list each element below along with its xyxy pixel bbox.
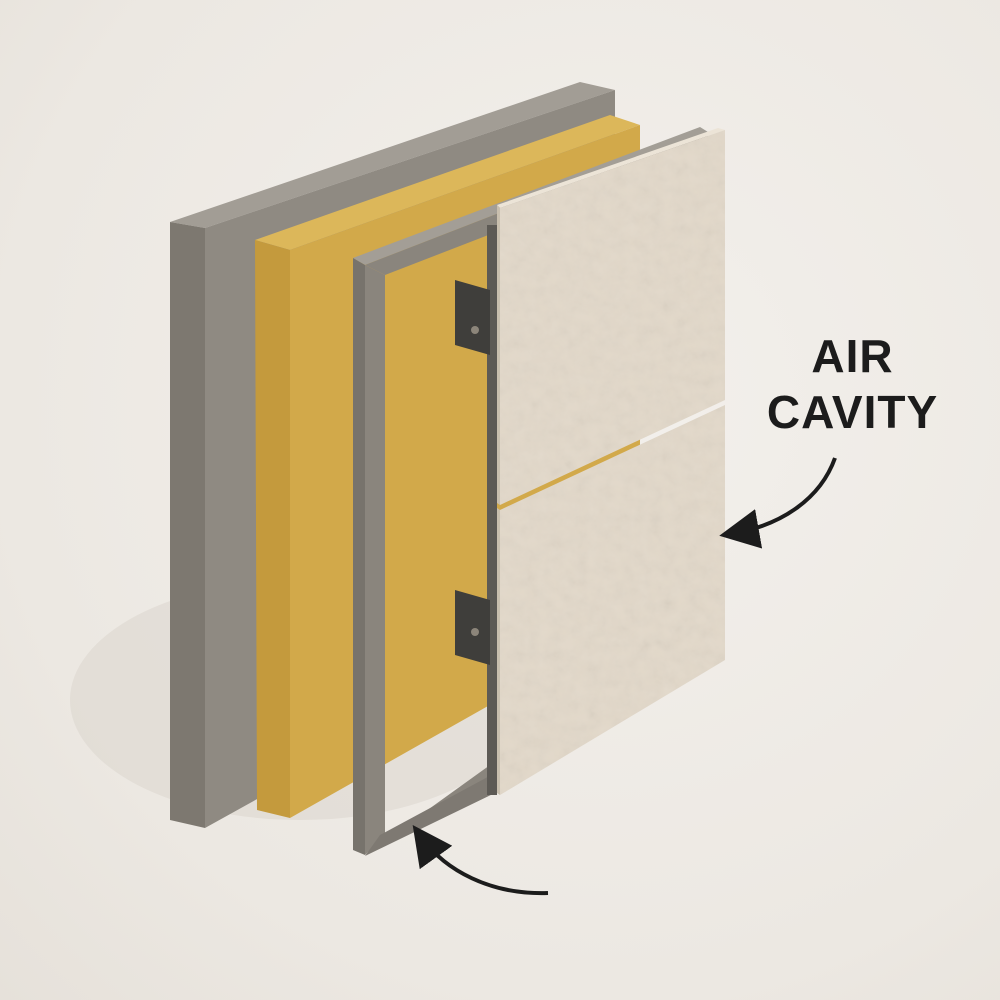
air-cavity-label: AIR CAVITY [740, 328, 965, 440]
cladding-panel-upper [497, 128, 725, 505]
cladding-panel-lower [497, 405, 725, 795]
arrow-icon-frame [412, 825, 549, 896]
bracket-bottom [455, 590, 490, 665]
label-line-2: CAVITY [766, 386, 939, 438]
arrow-icon-air-cavity [719, 457, 837, 549]
label-line-1: AIR [811, 330, 894, 382]
bracket-top [455, 280, 490, 355]
